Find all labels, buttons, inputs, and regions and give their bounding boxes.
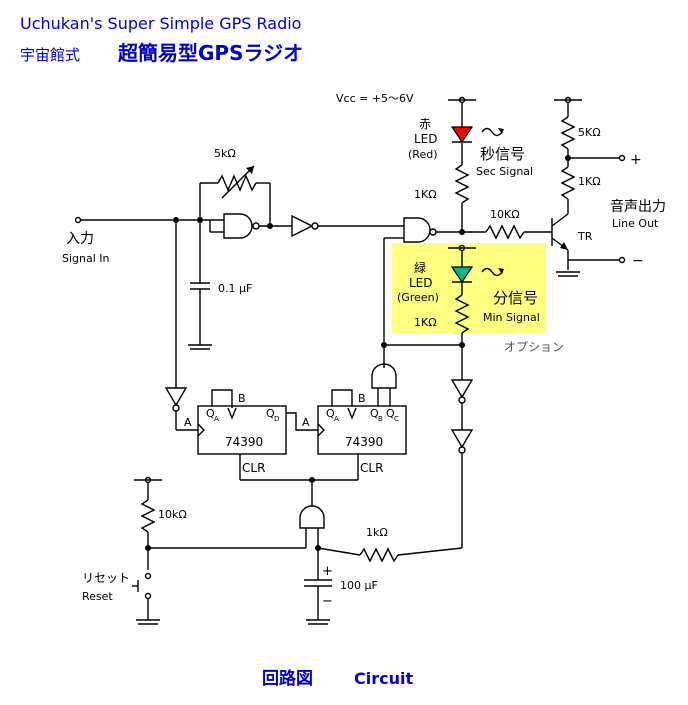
pin-a1: A	[184, 416, 192, 429]
pin-qc2: Q	[386, 407, 395, 420]
led-red	[450, 126, 474, 144]
led-green	[450, 266, 474, 284]
cap-plus: +	[322, 564, 333, 579]
cap-100-label: 100 μF	[340, 579, 378, 592]
output-minus: −	[632, 253, 644, 269]
option-highlight	[392, 243, 546, 333]
min-signal-jp: 分信号	[493, 289, 538, 307]
pin-b2: B	[358, 392, 366, 405]
caption-en: Circuit	[354, 669, 413, 688]
ic2-label: 74390	[345, 435, 383, 449]
reset-jp: リセット	[82, 571, 130, 585]
pin-qc2-sub: C	[394, 415, 399, 423]
pin-b1: B	[238, 392, 246, 405]
r-10k-reset-label: 10kΩ	[158, 508, 187, 521]
led-red-text: LED	[414, 132, 438, 146]
cap-minus: −	[322, 594, 333, 609]
pot-5k-label: 5kΩ	[214, 147, 236, 160]
pin-qa2-sub: A	[334, 415, 339, 423]
pin-a2: A	[302, 416, 310, 429]
cap-01-label: 0.1 μF	[218, 282, 252, 295]
min-signal-en: Min Signal	[483, 311, 540, 324]
pin-qb2-sub: B	[378, 415, 383, 423]
pin-qd1-sub: D	[274, 415, 279, 423]
pin-qa2: Q	[326, 407, 335, 420]
tr-label: TR	[577, 230, 593, 243]
vcc-label: Vcc = +5～6V	[336, 92, 414, 105]
clr2-label: CLR	[360, 461, 383, 475]
led-red-jp: 赤	[419, 117, 431, 131]
led-green-en: (Green)	[397, 291, 439, 304]
sec-signal-jp: 秒信号	[480, 145, 525, 163]
pin-qa1-sub: A	[214, 415, 219, 423]
option-label: オプション	[504, 340, 564, 354]
reset-en: Reset	[82, 590, 113, 603]
r-1k-a-label: 1KΩ	[414, 188, 437, 201]
r-10k-base-label: 10KΩ	[490, 208, 520, 221]
title-jp-prefix: 宇宙館式	[20, 46, 80, 64]
output-plus: +	[630, 152, 642, 168]
input-label-en: Signal In	[62, 252, 110, 265]
r-5k-top-label: 5KΩ	[578, 126, 601, 139]
title-english: Uchukan's Super Simple GPS Radio	[20, 14, 301, 33]
ic1-label: 74390	[225, 435, 263, 449]
pin-qa1: Q	[206, 407, 215, 420]
line-out-jp: 音声出力	[610, 198, 666, 215]
r-1k-b-label: 1KΩ	[414, 316, 437, 329]
title-jp-main: 超簡易型GPSラジオ	[117, 41, 303, 65]
ic1-74390	[197, 405, 287, 455]
input-label-jp: 入力	[66, 231, 94, 247]
sec-signal-en: Sec Signal	[476, 165, 533, 178]
pin-qd1: Q	[266, 407, 275, 420]
pin-qb2: Q	[370, 407, 379, 420]
r-1k-tr-label: 1KΩ	[578, 175, 601, 188]
led-red-en: (Red)	[408, 148, 437, 161]
led-green-jp: 緑	[414, 260, 426, 275]
led-green-text: LED	[409, 276, 433, 290]
line-out-en: Line Out	[612, 217, 659, 230]
ic2-74390	[317, 405, 407, 455]
clr1-label: CLR	[242, 461, 265, 475]
r-1k-charge-label: 1kΩ	[366, 526, 388, 539]
caption-jp: 回路図	[262, 668, 313, 689]
